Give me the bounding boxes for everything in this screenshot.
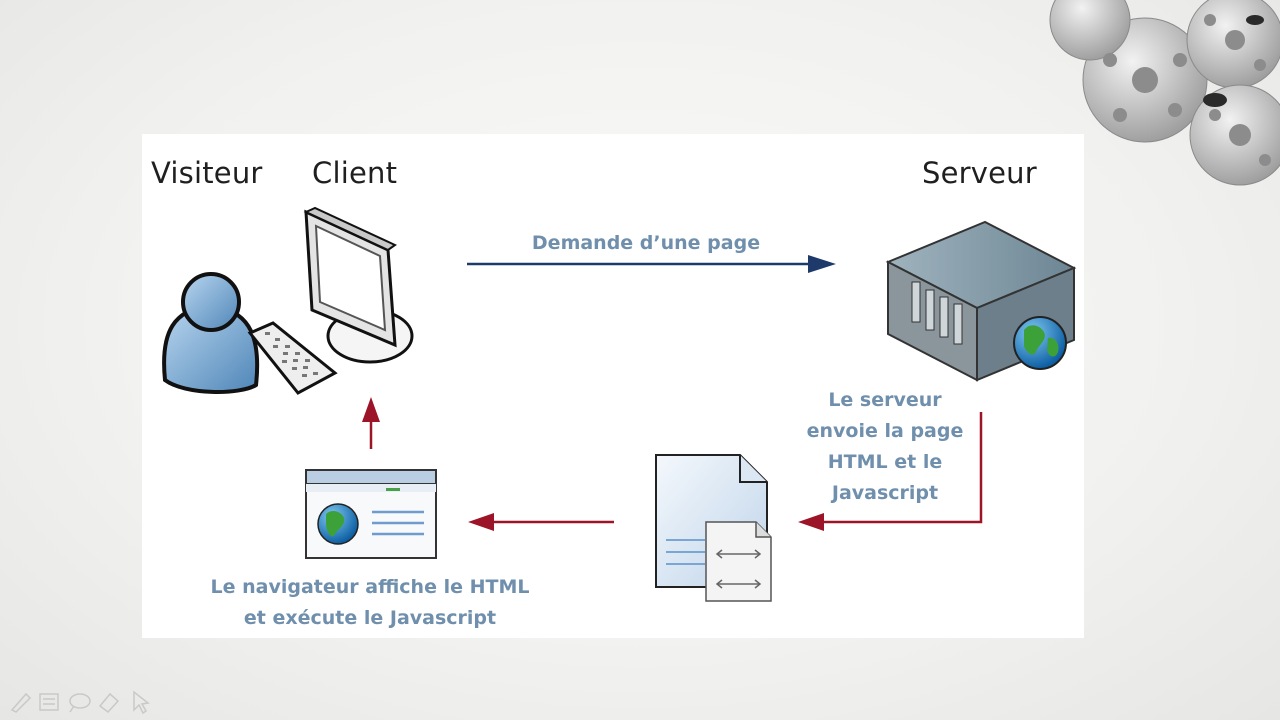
response-arrow-2 (468, 513, 614, 531)
caption-line: HTML et le (827, 451, 943, 473)
lasso-tool-icon[interactable] (69, 693, 91, 713)
request-caption: Demande d’une page (531, 232, 761, 254)
caption-line: Javascript (831, 482, 939, 504)
request-arrow (467, 255, 836, 273)
eraser-tool-icon[interactable] (98, 692, 120, 714)
server-sends-caption: Le serveur envoie la page HTML et le Jav… (790, 385, 980, 509)
monitor-icon (303, 206, 414, 364)
caption-line: envoie la page (806, 420, 964, 442)
display-arrow (362, 397, 380, 449)
pen-tool-icon[interactable] (10, 692, 32, 713)
pointer-tool-icon[interactable] (133, 690, 150, 714)
keyboard-icon (247, 321, 338, 395)
response-arrow-1 (798, 412, 983, 531)
browser-window-icon (305, 469, 437, 559)
user-icon (162, 272, 260, 394)
server-label: Serveur (922, 156, 1037, 190)
browser-caption: Le navigateur affiche le HTML et exécute… (190, 572, 550, 634)
client-label: Client (312, 156, 398, 190)
visitor-label: Visiteur (151, 156, 263, 190)
caption-line: Le navigateur affiche le HTML (210, 576, 530, 598)
annotation-toolbar (10, 690, 150, 714)
globe-icon (1013, 316, 1067, 370)
caption-line: et exécute le Javascript (243, 607, 497, 629)
highlighter-tool-icon[interactable] (39, 693, 59, 711)
caption-line: Le serveur (828, 389, 942, 411)
document-icon (655, 454, 772, 602)
gears-decoration (1049, 0, 1280, 186)
